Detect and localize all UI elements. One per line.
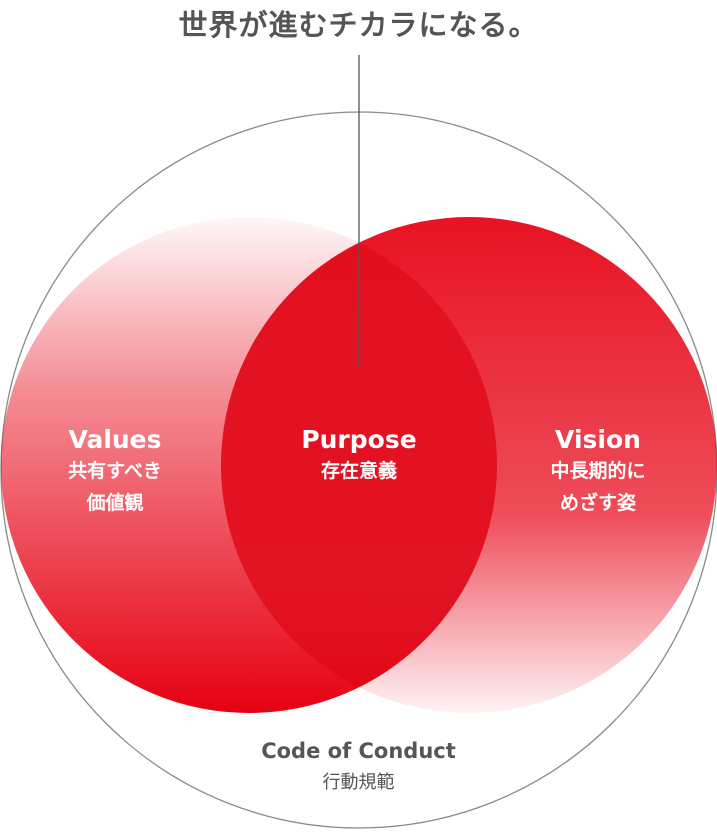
purpose-label: Purpose 存在意義 [284, 425, 434, 487]
headline: 世界が進むチカラになる。 [178, 8, 539, 42]
values-label: Values 共有すべき 価値観 [40, 425, 190, 519]
vision-circle [221, 217, 717, 713]
values-title: Values [68, 425, 162, 454]
purpose-title: Purpose [301, 425, 417, 454]
values-subtitle-line2: 価値観 [86, 492, 144, 514]
purpose-subtitle: 存在意義 [320, 460, 397, 482]
code-of-conduct-label: Code of Conduct 行動規範 [0, 736, 717, 800]
code-of-conduct-title: Code of Conduct [261, 739, 456, 763]
values-subtitle-line1: 共有すべき [68, 460, 162, 482]
vision-label: Vision 中長期的に めざす姿 [518, 425, 678, 519]
vision-title: Vision [555, 425, 641, 454]
purpose-overlap [221, 217, 497, 713]
code-of-conduct-subtitle: 行動規範 [322, 772, 395, 793]
vision-subtitle-line2: めざす姿 [559, 492, 636, 514]
vision-subtitle-line1: 中長期的に [550, 460, 646, 482]
